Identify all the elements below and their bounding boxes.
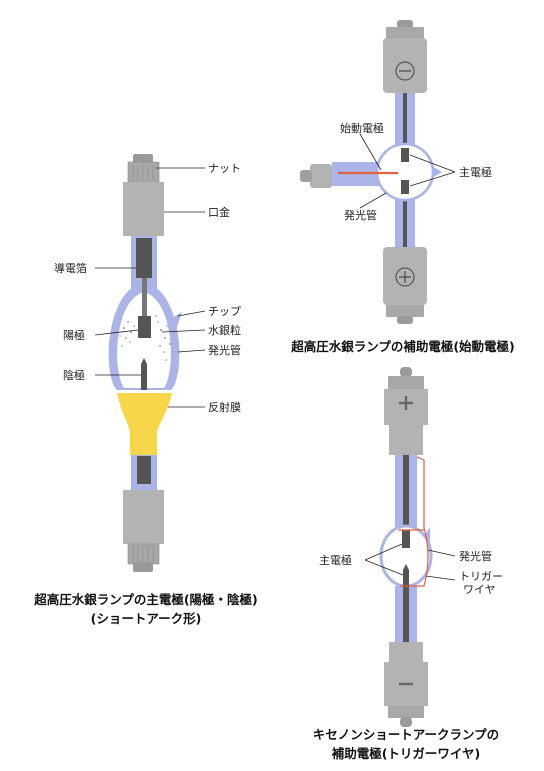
lead-top-3 [403,455,409,530]
nut-top-cap [133,154,153,164]
side-cap [310,164,332,188]
label-conductive-foil: 導電箔 [54,261,87,275]
top-cap-tip-3 [400,367,412,377]
bottom-cap-ring [386,305,424,317]
caption-2: 超高圧水銀ランプの補助電極(始動電極) [290,339,515,354]
plus-symbol-icon [395,267,415,287]
bulb-inner [117,292,171,388]
label-arc-tube: 発光管 [208,343,241,357]
mercury-droplets [119,315,173,361]
mercury-lamp-main-electrodes: ナット 口金 導電箔 チップ 水銀粒 発光管 陽極 陰極 反射膜 超高圧水銀ラン… [33,154,258,626]
top-neck-base-3 [389,425,423,455]
label-anode: 陽極 [63,328,85,342]
top-cap-ring [386,27,424,39]
label-cathode: 陰極 [63,368,85,382]
caption-1-line-1: 超高圧水銀ランプの主電極(陽極・陰極) [33,592,258,607]
cathode [141,364,147,390]
main-electrode-top-3 [402,530,410,548]
cathode-tip [141,358,147,364]
top-cap-tip [397,20,413,28]
label-trigger-line-2: ワイヤ [463,583,496,596]
caption-1-line-2: (ショートアーク形) [91,611,202,626]
conductive-foil-top [136,238,152,278]
bottom-cap-ring-3 [388,706,424,718]
base-top [123,182,164,236]
label-arc-tube-2: 発光管 [344,208,377,222]
bottom-cap-tip-3 [400,717,412,727]
conductive-foil-bottom [137,456,151,484]
label-reflector: 反射膜 [208,400,241,414]
minus-symbol-icon [395,61,415,81]
main-electrode-bottom [401,180,409,194]
label-main-electrode-3: 主電極 [319,553,352,567]
anode [138,316,151,338]
bulb-tip [432,166,442,178]
label-base: 口金 [208,205,230,219]
caption-3-line-2: 補助電極(トリガーワイヤ) [331,746,481,761]
bottom-neck-base-3 [389,642,423,662]
label-starter-electrode: 始動電極 [340,121,384,135]
nut-bottom [127,543,160,565]
top-cap-ring-3 [388,376,424,390]
caption-3-line-1: キセノンショートアークランプの [313,727,499,742]
xenon-lamp-trigger-wire: 主電極 発光管 トリガー ワイヤ キセノンショートアークランプの 補助電極(トリ… [313,367,503,761]
nut-top [127,161,160,183]
trigger-wire [400,456,429,587]
nut-bottom-cap [133,562,153,572]
label-nut: ナット [208,162,241,175]
side-cap-tip [300,170,312,182]
label-tip: チップ [208,305,241,318]
reflector-film [117,393,172,455]
tip [172,312,182,330]
top-base [383,38,427,93]
bottom-cap-tip [397,316,413,324]
main-electrode-bottom-3 [403,570,409,588]
label-trigger-line-1: トリガー [459,570,503,583]
main-electrode-top [401,148,409,162]
label-mercury: 水銀粒 [208,323,241,337]
base-bottom [123,490,164,544]
bulb-tip-3 [424,527,430,544]
anode-rod [142,278,147,318]
label-arc-tube-3: 発光管 [459,549,492,563]
lead-bottom-3 [403,586,409,642]
label-main-electrode: 主電極 [459,165,492,179]
mercury-lamp-starter-electrode: 始動電極 主電極 発光管 超高圧水銀ランプの補助電極(始動電極) [290,20,515,354]
